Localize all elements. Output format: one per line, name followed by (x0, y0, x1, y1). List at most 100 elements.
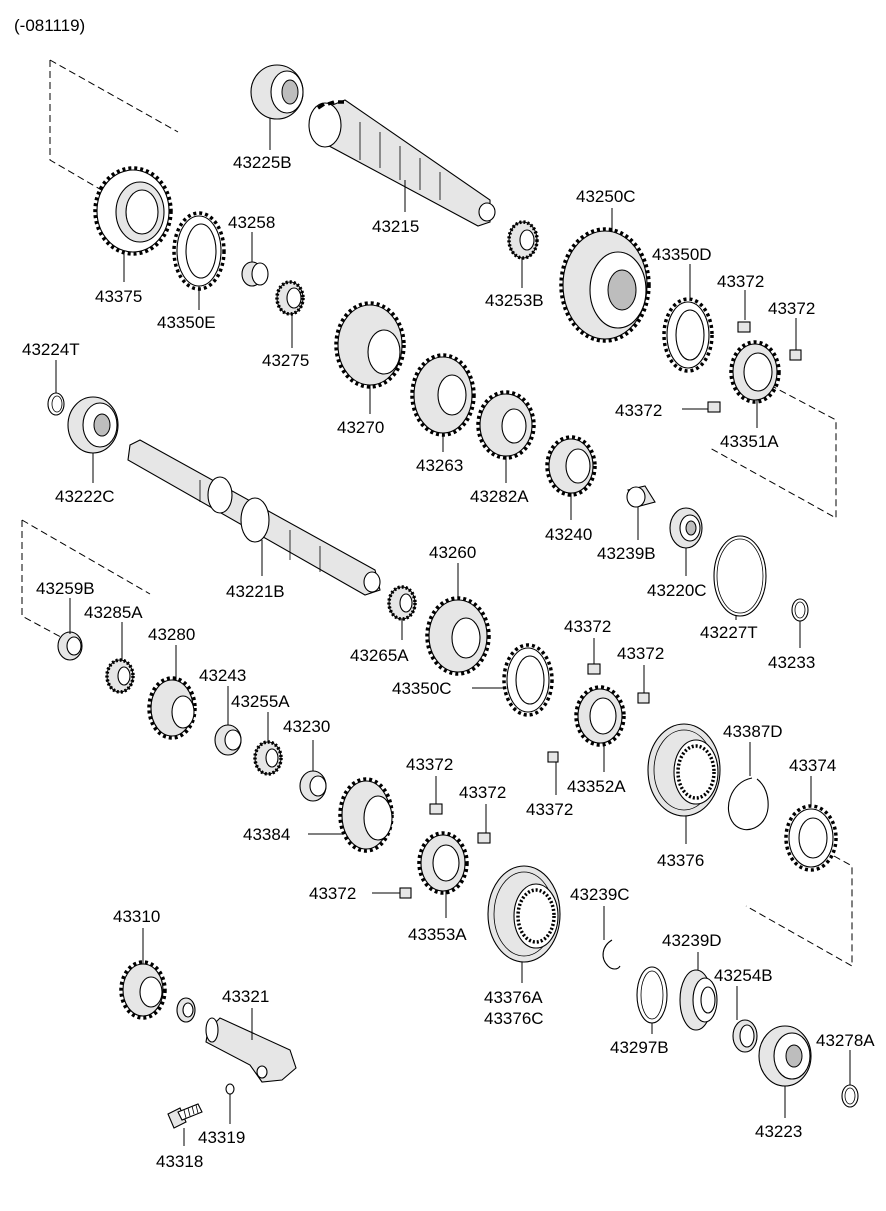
bushing-43258[interactable] (241, 261, 269, 287)
label-43278A[interactable]: 43278A (816, 1031, 875, 1050)
needle-bearing-43275[interactable] (275, 280, 305, 316)
label-43372-c[interactable]: 43372 (615, 401, 662, 420)
bearing-43220C[interactable] (669, 507, 703, 549)
gear-43280[interactable] (147, 676, 197, 740)
ring-43297B[interactable] (636, 966, 668, 1024)
label-43220C[interactable]: 43220C (647, 581, 707, 600)
needle-bearing-43285A[interactable] (105, 658, 135, 694)
label-43227T[interactable]: 43227T (700, 623, 758, 642)
label-43372-f[interactable]: 43372 (526, 800, 573, 819)
label-43372-i[interactable]: 43372 (309, 884, 356, 903)
key-43372-h[interactable] (477, 832, 491, 844)
label-43387D[interactable]: 43387D (723, 722, 783, 741)
gear-43260[interactable] (425, 596, 491, 676)
label-43254B[interactable]: 43254B (714, 966, 773, 985)
label-43275[interactable]: 43275 (262, 351, 309, 370)
key-43372-c[interactable] (707, 401, 721, 413)
label-43372-d[interactable]: 43372 (564, 617, 611, 636)
label-43223[interactable]: 43223 (755, 1122, 802, 1141)
spacer-43259B[interactable] (57, 631, 83, 661)
key-43372-b[interactable] (789, 349, 802, 361)
label-43353A[interactable]: 43353A (408, 925, 467, 944)
gear-43282A[interactable] (476, 390, 536, 460)
gear-43240[interactable] (545, 435, 597, 497)
label-43384[interactable]: 43384 (243, 825, 290, 844)
snap-ring-43387D[interactable] (727, 777, 769, 831)
sleeve-43376[interactable] (647, 723, 721, 817)
bearing-43223[interactable] (758, 1025, 812, 1087)
label-43260[interactable]: 43260 (429, 543, 476, 562)
label-43239C[interactable]: 43239C (570, 885, 630, 904)
label-43280[interactable]: 43280 (148, 625, 195, 644)
synchro-hub-43351A[interactable] (729, 340, 781, 404)
label-43372-g[interactable]: 43372 (406, 755, 453, 774)
label-43233[interactable]: 43233 (768, 653, 815, 672)
label-43253B[interactable]: 43253B (485, 291, 544, 310)
label-43255A[interactable]: 43255A (231, 692, 290, 711)
ring-43227T[interactable] (713, 535, 767, 617)
label-43376A[interactable]: 43376A (484, 988, 543, 1007)
gear-43384[interactable] (338, 777, 394, 853)
key-43372-d[interactable] (587, 663, 601, 675)
label-43239B[interactable]: 43239B (597, 544, 656, 563)
label-43350D[interactable]: 43350D (652, 245, 712, 264)
label-43372-e[interactable]: 43372 (617, 644, 664, 663)
label-43319[interactable]: 43319 (198, 1128, 245, 1147)
bearing-43222C[interactable] (67, 396, 119, 454)
label-43375[interactable]: 43375 (95, 287, 142, 306)
snap-ring-43224T[interactable] (47, 392, 65, 416)
label-43372-h[interactable]: 43372 (459, 783, 506, 802)
key-43372-g[interactable] (429, 803, 443, 815)
key-43372-i[interactable] (399, 887, 412, 899)
needle-bearing-43253B[interactable] (507, 220, 539, 260)
label-43376[interactable]: 43376 (657, 851, 704, 870)
ring-43233[interactable] (791, 598, 809, 622)
shaft-43321[interactable] (205, 1017, 297, 1083)
bolt-43318[interactable] (167, 1103, 203, 1129)
label-43240[interactable]: 43240 (545, 525, 592, 544)
sleeve-43376A[interactable] (487, 865, 561, 963)
label-43250C[interactable]: 43250C (576, 187, 636, 206)
ring-43278A[interactable] (841, 1084, 859, 1108)
label-43350C[interactable]: 43350C (392, 679, 452, 698)
label-43352A[interactable]: 43352A (567, 777, 626, 796)
label-43270[interactable]: 43270 (337, 418, 384, 437)
label-43258[interactable]: 43258 (228, 213, 275, 232)
ring-43254B[interactable] (732, 1019, 758, 1053)
synchro-hub-43352A[interactable] (574, 685, 626, 747)
label-43222C[interactable]: 43222C (55, 487, 115, 506)
gear-43263[interactable] (410, 353, 476, 437)
label-43372-b[interactable]: 43372 (768, 299, 815, 318)
cone-43239D[interactable] (679, 969, 718, 1031)
gear-43375[interactable] (93, 166, 173, 256)
label-43350E[interactable]: 43350E (157, 313, 216, 332)
label-43230[interactable]: 43230 (283, 717, 330, 736)
ring-43243[interactable] (214, 724, 242, 756)
label-43215[interactable]: 43215 (372, 217, 419, 236)
label-43221B[interactable]: 43221B (226, 582, 285, 601)
bushing-43239B[interactable] (626, 485, 656, 508)
needle-bearing-43265A[interactable] (387, 585, 417, 621)
counter-shaft-43221B[interactable] (127, 439, 381, 596)
label-43321[interactable]: 43321 (222, 987, 269, 1006)
synchro-ring-43350E[interactable] (172, 211, 226, 291)
label-43225B[interactable]: 43225B (233, 153, 292, 172)
label-43285A[interactable]: 43285A (84, 603, 143, 622)
label-43243[interactable]: 43243 (199, 666, 246, 685)
label-43374[interactable]: 43374 (789, 756, 836, 775)
label-43263[interactable]: 43263 (416, 456, 463, 475)
gear-43270[interactable] (334, 301, 406, 389)
gear-43250C[interactable] (559, 227, 651, 343)
ring-gear-43374[interactable] (784, 804, 838, 872)
label-43297B[interactable]: 43297B (610, 1038, 669, 1057)
key-43372-f[interactable] (547, 751, 559, 763)
label-43372-a[interactable]: 43372 (717, 272, 764, 291)
spacer-43230[interactable] (299, 770, 327, 802)
label-43282A[interactable]: 43282A (470, 487, 529, 506)
o-ring-43319[interactable] (225, 1083, 235, 1095)
label-43310[interactable]: 43310 (113, 907, 160, 926)
gear-43310[interactable] (119, 960, 167, 1020)
bearing-43225B[interactable] (250, 64, 304, 120)
needle-bearing-43255A[interactable] (253, 740, 283, 776)
clip-43239C[interactable] (602, 939, 621, 970)
